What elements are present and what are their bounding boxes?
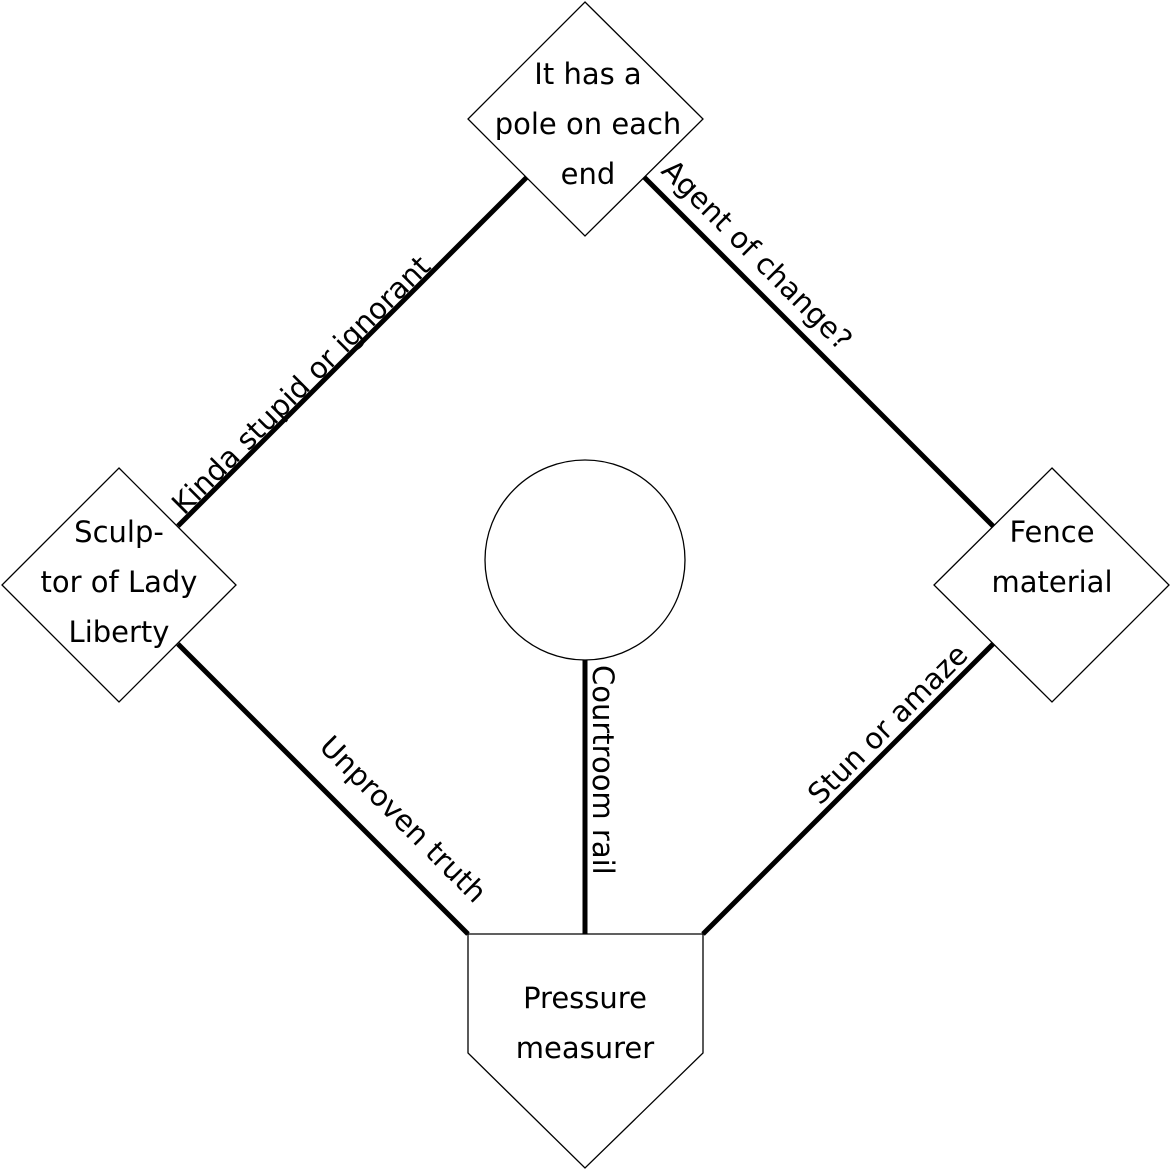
first-base-label-line-1: Fence	[1009, 515, 1094, 549]
edge-first-to-home	[701, 642, 995, 936]
pitcher-mound-circle	[484, 459, 686, 661]
edge-third-to-home	[176, 642, 470, 936]
first-base-diamond	[933, 467, 1170, 703]
edge-label-third-to-home: Unproven truth	[313, 729, 493, 909]
edge-label-second-to-first: Agent of change?	[655, 153, 859, 357]
edge-label-third-to-second: Kinda stupid or ignorant	[165, 249, 437, 521]
home-plate-label-line-1: Pressure	[523, 981, 647, 1015]
first-base-label-line-2: material	[991, 565, 1112, 599]
second-base-diamond	[467, 1, 704, 237]
third-base-label-line-2: tor of Lady	[41, 565, 198, 599]
second-base-label-line-2: pole on each	[495, 107, 682, 141]
node-home-plate: Pressure measurer	[467, 933, 704, 1169]
second-base-label-line-3: end	[561, 157, 616, 191]
home-plate-pentagon	[467, 933, 704, 1169]
home-plate-label-line-2: measurer	[516, 1031, 654, 1065]
third-base-diamond	[1, 467, 237, 703]
node-first-base: Fence material	[933, 467, 1170, 703]
node-third-base: Sculp- tor of Lady Liberty	[1, 467, 237, 703]
edge-third-to-second	[176, 175, 529, 528]
second-base-label-line-1: It has a	[534, 57, 641, 91]
edge-label-mound-to-home: Courtroom rail	[586, 665, 620, 875]
node-second-base: It has a pole on each end	[467, 1, 704, 237]
third-base-label-line-3: Liberty	[69, 615, 170, 649]
edge-label-first-to-home: Stun or amaze	[801, 637, 975, 811]
third-base-label-line-1: Sculp-	[74, 515, 164, 549]
edge-second-to-first	[642, 175, 995, 528]
